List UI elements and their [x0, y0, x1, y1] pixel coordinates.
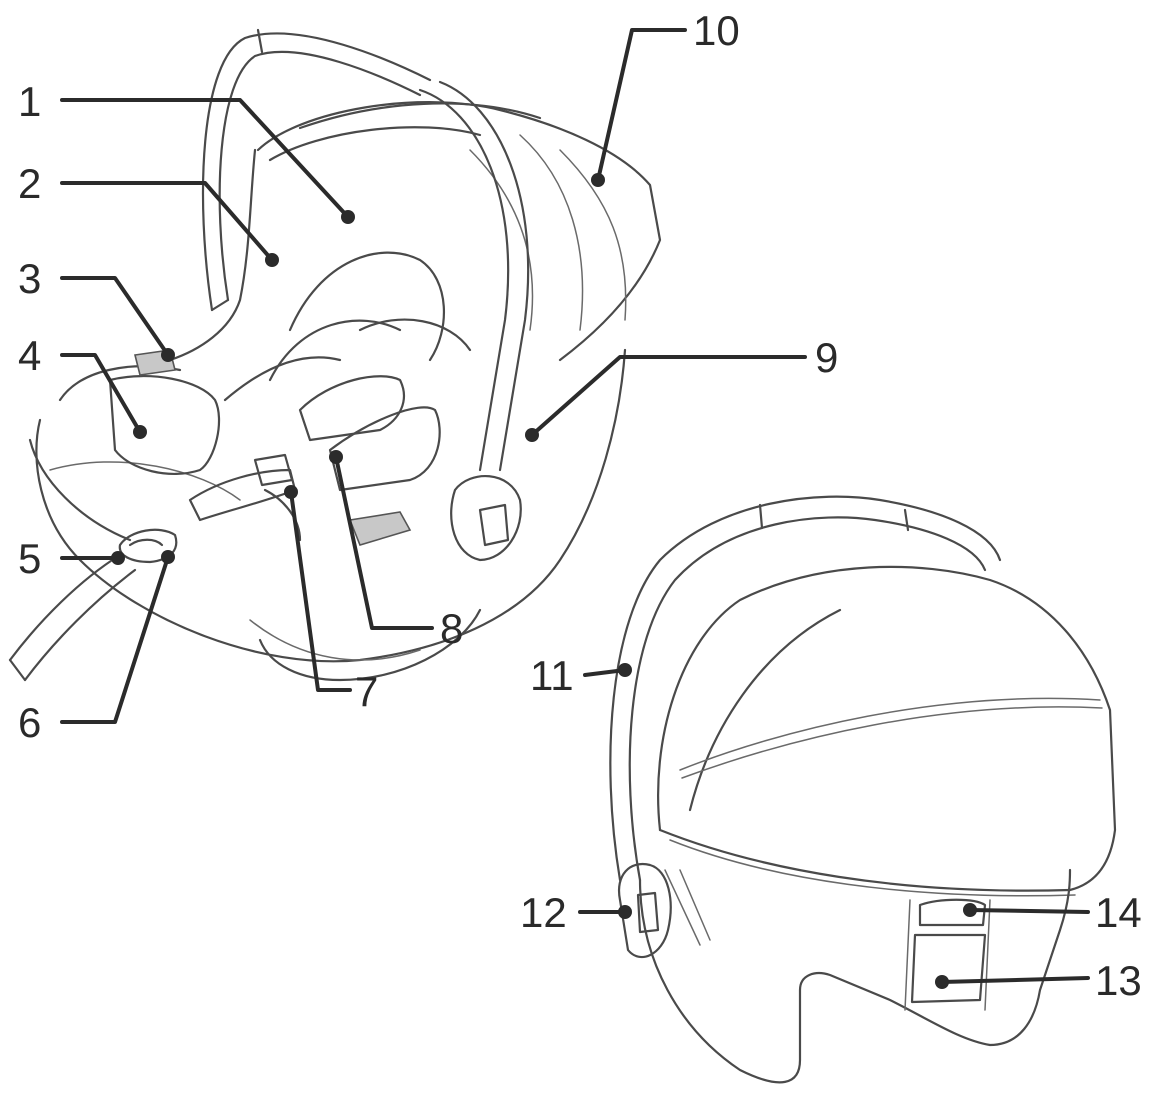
callout-label-8: 8: [440, 605, 463, 652]
callout-labels: 1 2 3 4 5 6 7 8 9 10 11 12 13 14: [18, 7, 1142, 1004]
callout-label-6: 6: [18, 699, 41, 746]
front-view-seat-illustration: [8, 28, 662, 682]
callout-dot-9: [525, 428, 539, 442]
leader-10: [596, 28, 687, 182]
callout-dot-3: [161, 348, 175, 362]
callout-label-13: 13: [1095, 957, 1142, 1004]
callout-dot-5: [111, 551, 125, 565]
callout-label-14: 14: [1095, 889, 1142, 936]
leader-2: [60, 181, 274, 262]
callout-label-3: 3: [18, 255, 41, 302]
callout-label-9: 9: [815, 334, 838, 381]
leader-4: [60, 353, 142, 434]
leader-8: [334, 455, 434, 630]
callout-label-7: 7: [355, 668, 378, 715]
callout-dot-14: [963, 903, 977, 917]
callout-dot-10: [591, 173, 605, 187]
callout-label-5: 5: [18, 535, 41, 582]
callout-dots: [111, 173, 977, 989]
callout-dot-12: [618, 905, 632, 919]
rear-view-seat-illustration: [609, 495, 1117, 1084]
leader-lines: [60, 28, 1090, 984]
callout-dot-1: [341, 210, 355, 224]
leader-14: [968, 908, 1090, 914]
leader-1: [60, 98, 350, 219]
callout-dot-8: [329, 450, 343, 464]
callout-label-4: 4: [18, 332, 41, 379]
callout-dot-13: [935, 975, 949, 989]
leader-13: [940, 976, 1090, 984]
callout-label-12: 12: [520, 889, 567, 936]
callout-dot-11: [618, 663, 632, 677]
callout-label-10: 10: [693, 7, 740, 54]
leader-7: [289, 490, 352, 692]
callout-dot-7: [284, 485, 298, 499]
callout-label-1: 1: [18, 78, 41, 125]
leader-6: [60, 555, 170, 724]
callout-dot-2: [265, 253, 279, 267]
leader-3: [60, 276, 170, 357]
callout-dot-6: [161, 550, 175, 564]
callout-dot-4: [133, 425, 147, 439]
leader-9: [530, 355, 807, 437]
callout-label-2: 2: [18, 160, 41, 207]
callout-label-11: 11: [530, 652, 574, 699]
